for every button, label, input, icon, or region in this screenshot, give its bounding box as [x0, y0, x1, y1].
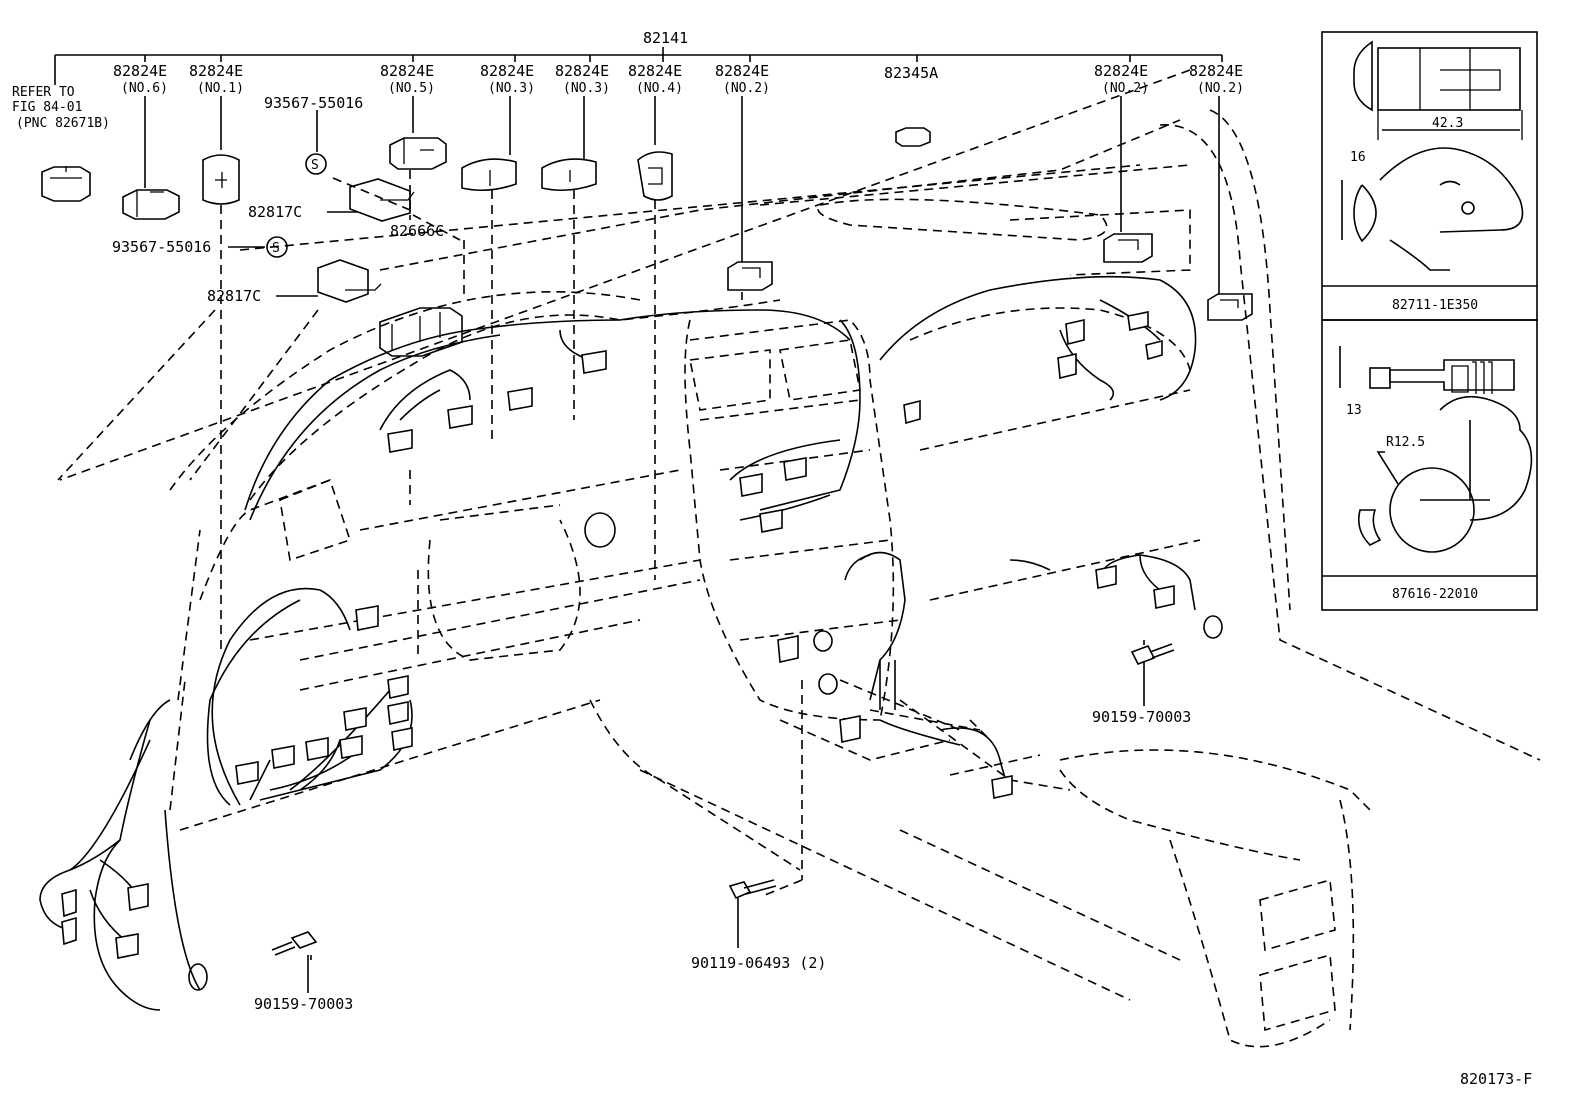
connector-no3b: [541, 158, 597, 192]
bolt-90119: 90119-06493 (2): [691, 879, 826, 972]
bolt-right-label: 90159-70003: [1092, 708, 1191, 726]
part-82345a: [895, 127, 931, 147]
part-number-label: 82824E: [1094, 62, 1148, 80]
callout-no2c: 82824E (NO.2): [1189, 62, 1244, 96]
part-number-label: 82824E: [628, 62, 682, 80]
position-label: (NO.3): [563, 81, 610, 96]
part-number-label: 82824E: [1189, 62, 1243, 80]
callout-no4: 82824E (NO.4): [628, 62, 683, 96]
leader-lines: [144, 96, 1220, 297]
refer-note: REFER TO FIG 84-01 (PNC 82671B): [12, 85, 110, 131]
refer-line-1: REFER TO: [12, 85, 75, 100]
grommets: [188, 512, 1223, 991]
connector-no3a: [461, 158, 517, 192]
instrument-panel-outline: [169, 109, 1541, 1048]
callout-no3b: 82824E (NO.3): [555, 62, 610, 96]
main-part-number: 82141: [643, 29, 688, 47]
inset-part-number: 82711-1E350: [1392, 298, 1478, 313]
position-label: (NO.6): [121, 81, 168, 96]
dimension-label: 42.3: [1432, 116, 1463, 131]
dimension-label: R12.5: [1386, 435, 1425, 450]
connector-no6: [122, 189, 180, 220]
connector-no2a: [727, 261, 773, 291]
figure-code: 820173-F: [1460, 1070, 1532, 1088]
relay-82666c: 82666C: [379, 222, 463, 357]
inset-part-number: 87616-22010: [1392, 587, 1478, 602]
screw-top-label: 93567-55016: [264, 94, 363, 112]
callout-no3a: 82824E (NO.3): [480, 62, 535, 96]
inset-clamp-87616: 13 R12.5 87616-22010: [1321, 319, 1538, 611]
part-number-label: 82824E: [380, 62, 434, 80]
inset-clip-82711: 42.3 16 82711-1E350: [1321, 31, 1538, 321]
part-number-label: 82824E: [189, 62, 243, 80]
dimension-label: 16: [1350, 150, 1366, 165]
part-number-label: 82824E: [480, 62, 534, 80]
shift-lever: [844, 551, 906, 710]
screw-symbol: S: [311, 158, 319, 173]
screw-left-label: 93567-55016: [112, 238, 211, 256]
screw-s-top: S: [305, 153, 327, 175]
bracket-lower-label: 82817C: [207, 287, 261, 305]
callout-no2a: 82824E (NO.2): [715, 62, 770, 96]
callout-82345a: 82345A: [884, 64, 938, 82]
connector-no5: [389, 137, 447, 170]
position-label: (NO.3): [488, 81, 535, 96]
bolt-center-label: 90119-06493 (2): [691, 954, 826, 972]
connector-no2c: [1207, 293, 1253, 321]
connector-82671b: [41, 166, 91, 202]
part-number-label: 82824E: [113, 62, 167, 80]
bolt-90159-right: 90159-70003: [1092, 643, 1191, 726]
callout-no1: 82824E (NO.1): [189, 62, 244, 96]
position-label: (NO.2): [1102, 81, 1149, 96]
position-label: (NO.2): [723, 81, 770, 96]
position-label: (NO.1): [197, 81, 244, 96]
harness-connectors: [61, 311, 1175, 959]
callout-no6: 82824E (NO.6): [113, 62, 168, 96]
callout-no2b: 82824E (NO.2): [1094, 62, 1149, 96]
position-label: (NO.4): [636, 81, 683, 96]
bracket-82817c-upper: [349, 178, 415, 222]
part-number-label: 82345A: [884, 64, 938, 82]
connector-no1: [202, 154, 240, 205]
bolt-left-label: 90159-70003: [254, 995, 353, 1013]
connector-no4: [637, 151, 673, 201]
part-number-label: 82824E: [555, 62, 609, 80]
position-label: (NO.2): [1197, 81, 1244, 96]
main-harness-bracket: 82141: [54, 29, 1223, 85]
refer-line-2: FIG 84-01: [12, 100, 82, 115]
refer-line-3: (PNC 82671B): [16, 116, 110, 131]
screw-symbol: S: [272, 241, 280, 256]
relay-label: 82666C: [390, 222, 444, 240]
callout-no5: 82824E (NO.5): [380, 62, 435, 96]
bracket-82817c-lower: [317, 259, 382, 303]
part-number-label: 82824E: [715, 62, 769, 80]
dimension-label: 13: [1346, 403, 1362, 418]
bracket-upper-label: 82817C: [248, 203, 302, 221]
bolt-90159-left: 90159-70003: [254, 931, 353, 1013]
position-label: (NO.5): [388, 81, 435, 96]
wire-harness-routes: [39, 275, 1197, 1011]
connector-no2b: [1103, 233, 1153, 263]
